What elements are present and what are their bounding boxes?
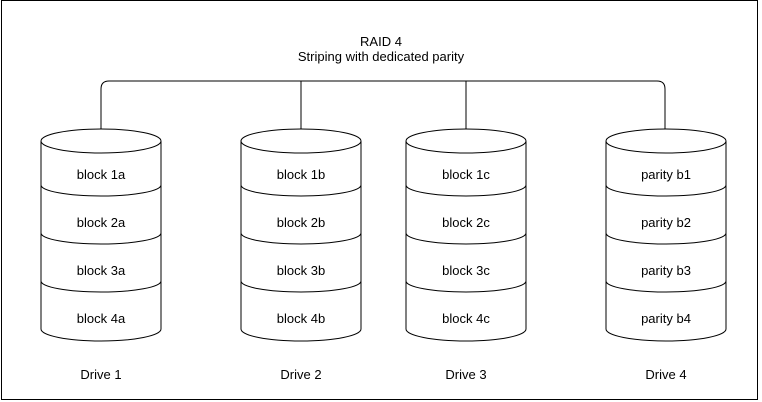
cylinder-body: [405, 141, 527, 342]
block-dividers: [605, 184, 727, 293]
drive-2-block-1: block 1b: [276, 167, 326, 182]
drive-4-parity-3: parity b3: [641, 263, 691, 278]
drive-3-block-2: block 2c: [442, 215, 490, 230]
cylinder-top: [240, 128, 362, 154]
drive-1-label: Drive 1: [80, 367, 122, 382]
cylinder-body: [40, 141, 162, 342]
title-line-1: RAID 4: [360, 34, 402, 49]
drive-1-cylinder: [40, 128, 162, 342]
block-dividers: [405, 184, 527, 293]
drive-2-block-2: block 2b: [276, 215, 326, 230]
drive-4-parity-4: parity b4: [641, 311, 691, 326]
drive-2-block-3: block 3b: [276, 263, 326, 278]
drive-3-block-4: block 4c: [442, 311, 490, 326]
drive-3-label: Drive 3: [445, 367, 487, 382]
drive-2-cylinder: [240, 128, 362, 342]
block-dividers: [240, 184, 362, 293]
block-dividers: [40, 184, 162, 293]
drive-3-cylinder: [405, 128, 527, 342]
drive-2-block-4: block 4b: [276, 311, 326, 326]
drive-1-block-4: block 4a: [76, 311, 126, 326]
drive-3-block-1: block 1c: [442, 167, 490, 182]
drive-2-label: Drive 2: [280, 367, 322, 382]
drive-4-cylinder: [605, 128, 727, 342]
cylinder-top: [40, 128, 162, 154]
diagram-title: RAID 4 Striping with dedicated parity: [0, 34, 762, 64]
drive-1-block-2: block 2a: [76, 215, 126, 230]
cylinder-body: [605, 141, 727, 342]
drive-1-block-1: block 1a: [76, 167, 126, 182]
drive-3-block-3: block 3c: [442, 263, 490, 278]
title-line-2: Striping with dedicated parity: [297, 49, 465, 64]
drive-4-label: Drive 4: [645, 367, 687, 382]
cylinder-body: [240, 141, 362, 342]
drive-4-parity-1: parity b1: [641, 167, 691, 182]
bus-line: [100, 80, 666, 129]
cylinder-top: [605, 128, 727, 154]
drive-4-parity-2: parity b2: [641, 215, 691, 230]
drive-1-block-3: block 3a: [76, 263, 126, 278]
cylinder-top: [405, 128, 527, 154]
